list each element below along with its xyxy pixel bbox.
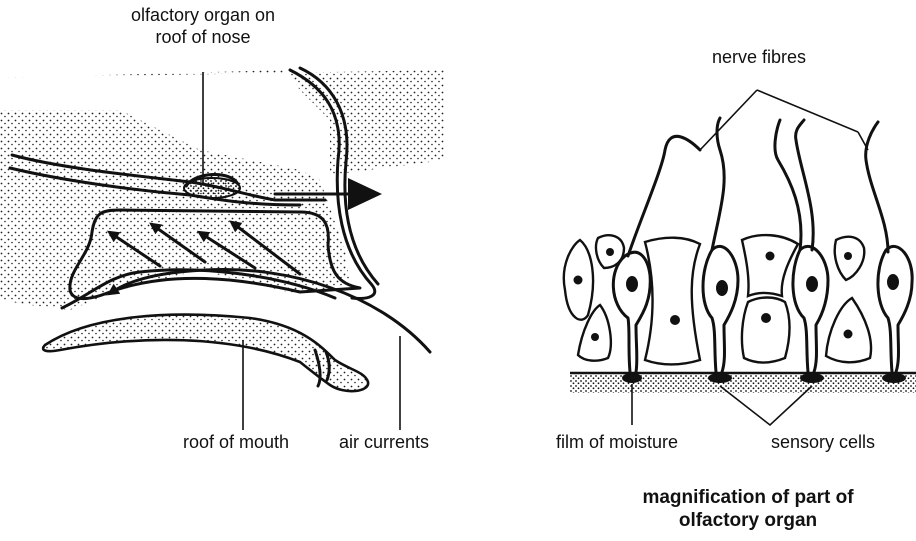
sensory-ending bbox=[708, 373, 732, 383]
film-of-moisture-label: film of moisture bbox=[556, 431, 678, 453]
nerve-fibres-label: nerve fibres bbox=[712, 46, 806, 68]
nucleus bbox=[844, 252, 852, 260]
magnified-epithelium bbox=[564, 90, 916, 425]
nucleus bbox=[766, 252, 775, 261]
olfactory-organ-label: olfactory organ on roof of nose bbox=[98, 4, 308, 48]
sensory-ending bbox=[622, 373, 642, 383]
moisture-film bbox=[570, 373, 916, 393]
support-cell bbox=[742, 235, 798, 296]
nucleus bbox=[670, 315, 680, 325]
support-cell bbox=[742, 298, 790, 363]
roof-of-mouth-label: roof of mouth bbox=[183, 431, 289, 453]
support-cell bbox=[645, 238, 700, 365]
air-currents-label: air currents bbox=[339, 431, 429, 453]
sensory-cells-label: sensory cells bbox=[771, 431, 875, 453]
nucleus bbox=[606, 248, 614, 256]
nose-cross-section bbox=[0, 68, 445, 430]
nucleus bbox=[574, 276, 583, 285]
sensory-ending bbox=[882, 373, 906, 383]
sensory-ending bbox=[800, 373, 824, 383]
magnification-caption: magnification of part of olfactory organ bbox=[598, 486, 898, 532]
sensory-cell-2 bbox=[703, 118, 738, 372]
nucleus bbox=[844, 330, 853, 339]
sensory-cell-4 bbox=[866, 122, 912, 372]
nucleus bbox=[761, 313, 771, 323]
nucleus bbox=[591, 333, 599, 341]
nerve-fibres-leader bbox=[700, 90, 868, 150]
exhale-arrowhead bbox=[348, 178, 382, 210]
